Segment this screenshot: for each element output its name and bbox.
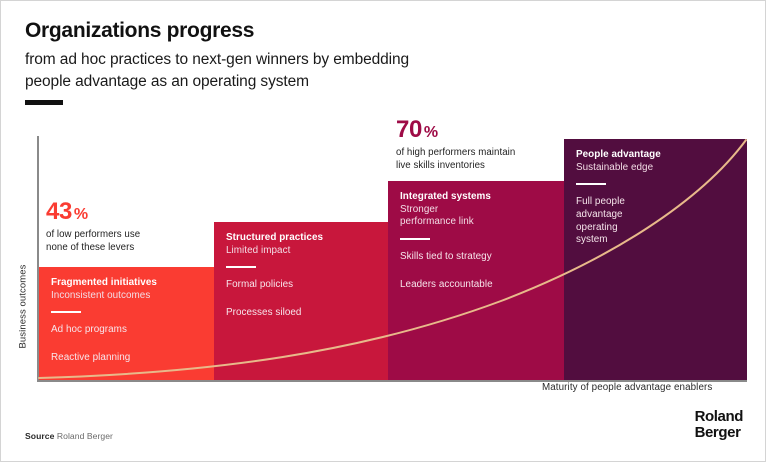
bar-subtitle: Sustainable edge bbox=[576, 161, 654, 173]
title-underline-accent bbox=[25, 100, 63, 105]
bar-fragmented-initiatives[interactable]: Fragmented initiatives Inconsistent outc… bbox=[39, 267, 214, 380]
stat-unit: % bbox=[423, 124, 438, 141]
bar-item: Reactive planning bbox=[51, 352, 131, 364]
bar-people-advantage[interactable]: People advantage Sustainable edge Full p… bbox=[564, 139, 747, 380]
header: Organizations progress from ad hoc pract… bbox=[25, 19, 725, 93]
subtitle-line-2: people advantage as an operating system bbox=[25, 73, 309, 91]
stat-number: 70% bbox=[396, 118, 576, 142]
logo-line-2: Berger bbox=[694, 424, 741, 442]
bar-item: Ad hoc programs bbox=[51, 324, 127, 336]
bar-divider bbox=[400, 238, 430, 241]
stat-callout-70: 70% of high performers maintain live ski… bbox=[396, 118, 576, 173]
stat-callout-43: 43% of low performers use none of these … bbox=[46, 200, 211, 255]
y-axis-line bbox=[37, 136, 39, 381]
bar-subtitle: Stronger performance link bbox=[400, 203, 474, 228]
source-note: Source Roland Berger bbox=[25, 431, 113, 441]
bar-divider bbox=[576, 183, 606, 186]
bar-subtitle: Inconsistent outcomes bbox=[51, 289, 151, 301]
bar-title: Integrated systems bbox=[400, 191, 491, 202]
stat-value: 43 bbox=[46, 198, 72, 225]
bar-title: Structured practices bbox=[226, 232, 324, 243]
bar-divider bbox=[51, 311, 81, 314]
page-title: Organizations progress bbox=[25, 19, 255, 42]
bar-divider bbox=[226, 266, 256, 269]
x-axis-label: Maturity of people advantage enablers bbox=[542, 382, 713, 393]
bar-title: People advantage bbox=[576, 149, 661, 160]
logo-line-1: Roland bbox=[694, 408, 744, 425]
bar-item: Formal policies bbox=[226, 279, 294, 291]
stat-unit: % bbox=[73, 206, 88, 223]
stat-number: 43% bbox=[46, 200, 211, 224]
bar-subtitle: Limited impact bbox=[226, 244, 291, 256]
source-value: Roland Berger bbox=[56, 431, 113, 441]
stat-value: 70 bbox=[396, 116, 422, 143]
subtitle-line-1: from ad hoc practices to next-gen winner… bbox=[25, 51, 410, 69]
bar-item: Skills tied to strategy bbox=[400, 251, 492, 263]
roland-berger-logo: Roland Berger bbox=[694, 408, 744, 442]
bar-item: Full people advantage operating system bbox=[576, 196, 625, 246]
stat-description: of high performers maintain live skills … bbox=[396, 147, 516, 171]
bar-integrated-systems[interactable]: Integrated systems Stronger performance … bbox=[388, 181, 564, 380]
bar-item: Processes siloed bbox=[226, 307, 302, 319]
source-label: Source bbox=[25, 431, 55, 441]
x-axis-line bbox=[37, 380, 747, 382]
y-axis-label: Business outcomes bbox=[17, 264, 29, 349]
stat-description: of low performers use none of these leve… bbox=[46, 229, 141, 253]
bar-structured-practices[interactable]: Structured practices Limited impact Form… bbox=[214, 222, 388, 380]
bar-item: Leaders accountable bbox=[400, 278, 493, 290]
bar-title: Fragmented initiatives bbox=[51, 277, 157, 288]
